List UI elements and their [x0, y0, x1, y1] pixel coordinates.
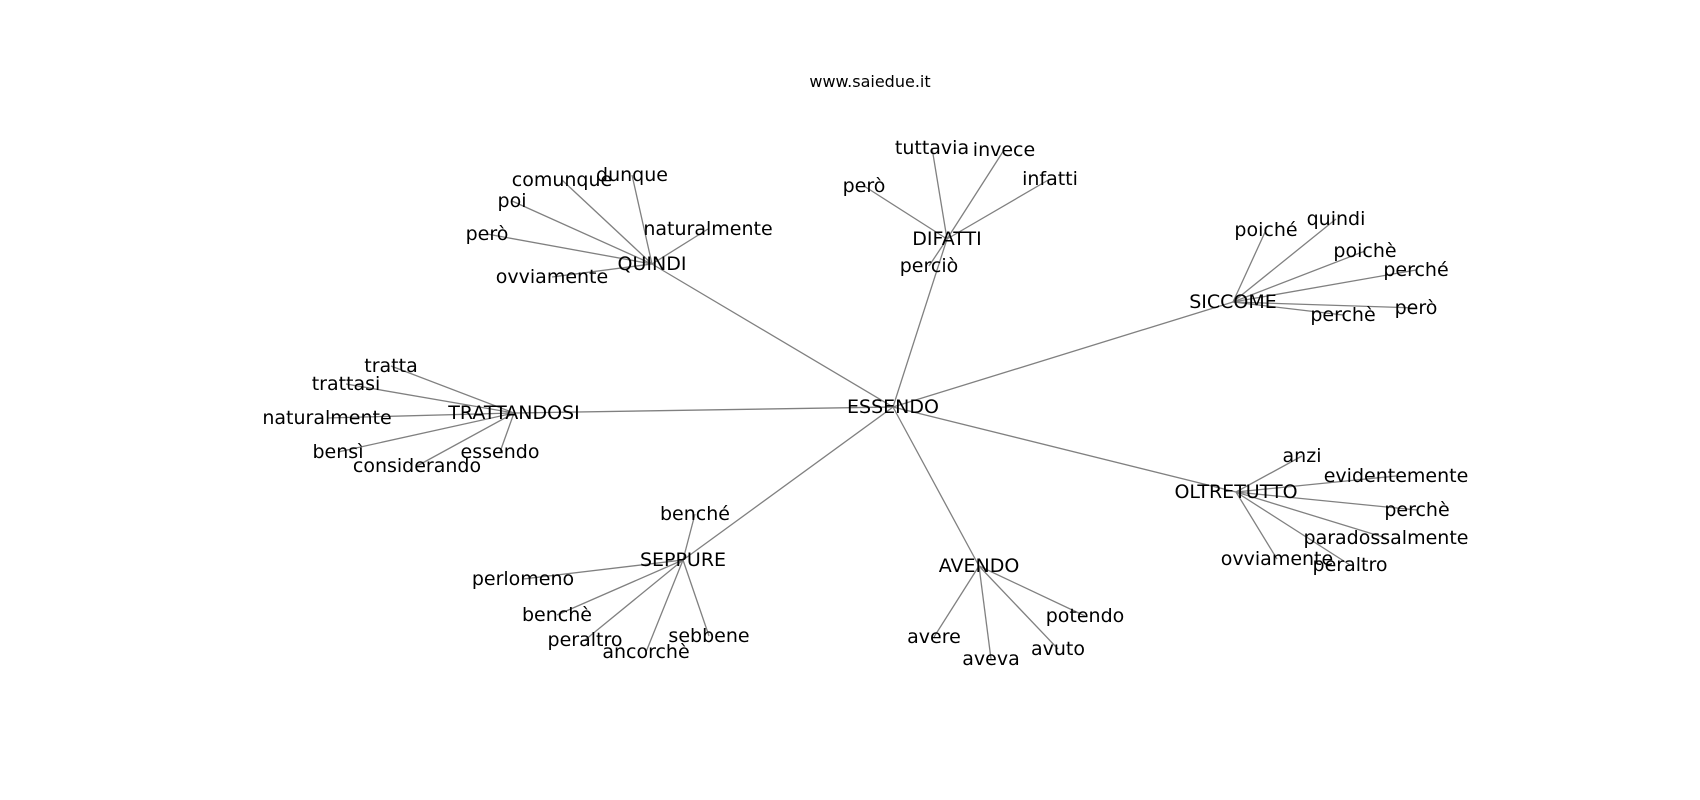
leaf-node-label-seppure-sebbene: sebbene [668, 625, 749, 647]
edge-quindi-dunque [631, 174, 653, 265]
leaf-node-label-oltretutto-peraltro: peraltro [1313, 554, 1388, 576]
edge-trattandosi-considerando [416, 412, 515, 467]
edge-quindi-poi [511, 200, 653, 265]
edge-siccome-poiche [1232, 250, 1366, 303]
leaf-node-label-trattandosi-considerando: considerando [353, 455, 481, 477]
edge-seppure-benche [682, 513, 696, 561]
leaf-node-label-trattandosi-trattasi: trattasi [312, 373, 381, 395]
leaf-node-label-difatti-tuttavia: tuttavia [895, 137, 969, 159]
hub-node-label-siccome: SICCOME [1189, 291, 1277, 313]
leaf-node-label-quindi-poi: poi [498, 190, 527, 212]
leaf-node-label-avendo-aveva: aveva [962, 648, 1019, 670]
leaf-node-label-oltretutto-paradossalmente: paradossalmente [1304, 527, 1469, 549]
leaf-node-label-siccome-poiche: poiché [1234, 219, 1297, 241]
leaf-node-label-trattandosi-essendo: essendo [461, 441, 540, 463]
edge-seppure-benche [556, 559, 684, 616]
hub-node-label-difatti: DIFATTI [912, 228, 981, 250]
leaf-node-label-siccome-perche: perché [1383, 259, 1448, 281]
leaf-node-label-siccome-pero: però [1395, 297, 1438, 319]
edge-siccome-perche [1232, 269, 1417, 303]
leaf-node-label-trattandosi-tratta: tratta [364, 355, 417, 377]
edge-oltretutto-perche [1235, 491, 1418, 511]
edge-seppure-perlomeno [522, 559, 684, 580]
leaf-node-label-siccome-perche: perchè [1310, 304, 1375, 326]
edge-avendo-potendo [978, 565, 1086, 617]
leaf-node-label-difatti-infatti: infatti [1022, 168, 1078, 190]
hub-node-label-seppure: SEPPURE [640, 549, 726, 571]
edge-quindi-comunque [561, 179, 653, 265]
edge-difatti-tuttavia [931, 147, 948, 240]
edge-root-avendo [892, 406, 980, 567]
edge-avendo-aveva [978, 565, 992, 660]
leaf-node-label-oltretutto-evidentemente: evidentemente [1324, 465, 1469, 487]
edge-seppure-sebbene [682, 559, 710, 637]
leaf-node-label-quindi-comunque: comunque [512, 169, 612, 191]
edge-avendo-avere [933, 565, 980, 638]
edge-difatti-invece [946, 149, 1005, 240]
edge-root-difatti [892, 238, 948, 408]
edge-root-seppure [682, 406, 894, 561]
leaf-node-label-difatti-pero: però [843, 175, 886, 197]
edge-difatti-pero [863, 185, 948, 240]
edge-difatti-percio [928, 238, 948, 267]
leaf-node-label-seppure-benche: benchè [522, 604, 592, 626]
hub-node-label-avendo: AVENDO [939, 555, 1020, 577]
edge-trattandosi-tratta [390, 365, 515, 414]
leaf-node-label-oltretutto-ovviamente: ovviamente [1221, 548, 1333, 570]
edge-oltretutto-ovviamente [1235, 491, 1278, 560]
leaf-node-label-quindi-ovviamente: ovviamente [496, 266, 608, 288]
leaf-node-label-quindi-naturalmente: naturalmente [643, 218, 772, 240]
edge-siccome-perche [1232, 301, 1344, 316]
edge-siccome-pero [1232, 301, 1417, 309]
edge-siccome-poiche [1232, 229, 1267, 303]
leaf-node-label-seppure-perlomeno: perlomeno [472, 568, 574, 590]
edge-oltretutto-paradossalmente [1235, 491, 1387, 539]
leaf-node-label-avendo-potendo: potendo [1046, 605, 1125, 627]
hub-node-label-oltretutto: OLTRETUTTO [1174, 481, 1297, 503]
leaf-node-label-seppure-benche: benché [660, 503, 730, 525]
edge-root-oltretutto [892, 406, 1237, 493]
leaf-node-label-seppure-peraltro: peraltro [548, 629, 623, 651]
leaf-node-label-quindi-dunque: dunque [596, 164, 668, 186]
leaf-node-label-avendo-avere: avere [907, 626, 961, 648]
leaf-node-label-oltretutto-perche: perchè [1384, 499, 1449, 521]
site-title: www.saiedue.it [809, 72, 930, 91]
leaf-node-label-siccome-quindi: quindi [1307, 208, 1366, 230]
edge-trattandosi-trattasi [345, 383, 515, 414]
edge-root-quindi [651, 263, 894, 408]
leaf-node-label-oltretutto-anzi: anzi [1283, 445, 1322, 467]
edge-siccome-quindi [1232, 218, 1337, 303]
root-node-label: ESSENDO [847, 396, 939, 418]
edge-avendo-avuto [978, 565, 1059, 650]
edge-oltretutto-evidentemente [1235, 475, 1397, 493]
hub-node-label-trattandosi: TRATTANDOSI [447, 402, 579, 424]
edge-seppure-ancorche [645, 559, 684, 653]
edge-trattandosi-essendo [499, 412, 515, 453]
leaf-node-label-difatti-invece: invece [973, 139, 1035, 161]
edge-quindi-ovviamente [551, 263, 653, 278]
edge-root-trattandosi [513, 406, 894, 414]
leaf-node-label-trattandosi-naturalmente: naturalmente [262, 407, 391, 429]
edge-trattandosi-naturalmente [326, 412, 515, 419]
leaf-node-label-trattandosi-bensi: bensì [313, 441, 364, 463]
leaf-node-label-avendo-avuto: avuto [1031, 638, 1085, 660]
edge-difatti-infatti [946, 178, 1051, 240]
edge-trattandosi-bensi [337, 412, 515, 453]
leaf-node-label-difatti-percio: perciò [900, 255, 959, 277]
edge-oltretutto-anzi [1235, 455, 1303, 493]
edge-layer [326, 147, 1418, 660]
leaf-node-label-seppure-ancorche: ancorchè [602, 641, 689, 663]
edge-oltretutto-peraltro [1235, 491, 1351, 566]
leaf-node-label-siccome-poiche: poichè [1333, 240, 1396, 262]
edge-quindi-naturalmente [651, 228, 709, 265]
edge-quindi-pero [486, 233, 653, 265]
hub-node-label-quindi: QUINDI [618, 253, 687, 275]
leaf-node-label-quindi-pero: però [466, 223, 509, 245]
edge-root-siccome [892, 301, 1234, 408]
edge-seppure-peraltro [584, 559, 684, 641]
